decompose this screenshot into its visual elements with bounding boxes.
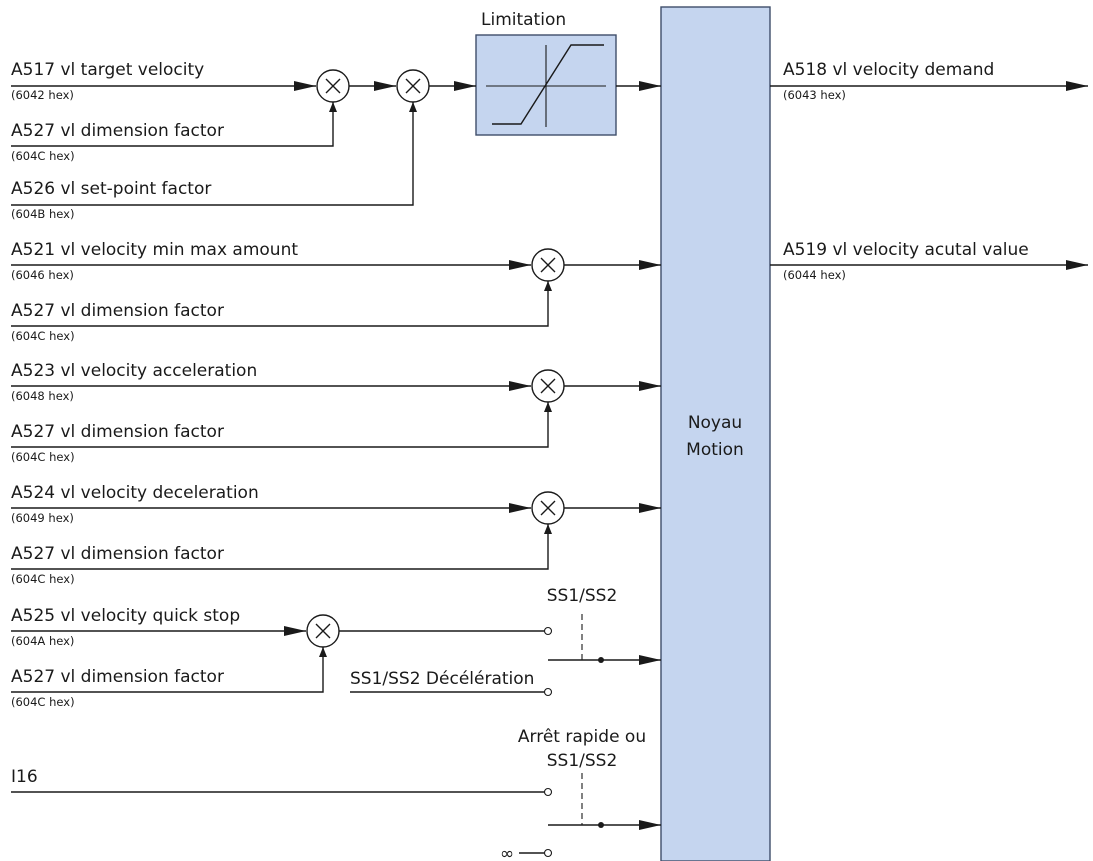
dimension-factor-line <box>11 402 552 448</box>
input-label-set-point-factor: A526 vl set-point factor <box>11 179 211 199</box>
set-point-factor-line <box>11 102 417 206</box>
limitation-label: Limitation <box>481 10 566 30</box>
hex-label-604c: (604C hex) <box>11 572 75 586</box>
infinity-symbol: ∞ <box>500 844 514 861</box>
input-label-dimension-factor: A527 vl dimension factor <box>11 121 224 141</box>
switch-label-ss1-ss2: SS1/SS2 <box>547 586 618 606</box>
switch-alt-input-ss1-ss2-decel: SS1/SS2 Décélération <box>350 669 534 689</box>
hex-label-604c: (604C hex) <box>11 695 75 709</box>
output-label-velocity-actual: A519 vl velocity acutal value <box>783 240 1029 260</box>
input-label-deceleration: A524 vl velocity deceleration <box>11 483 259 503</box>
switch-contact <box>543 787 553 797</box>
multiply-icon <box>316 69 350 103</box>
switch-label-quick-stop-line2: SS1/SS2 <box>547 751 618 771</box>
core-label-line2: Motion <box>686 440 744 460</box>
input-label-dimension-factor: A527 vl dimension factor <box>11 667 224 687</box>
dimension-factor-line <box>11 647 327 693</box>
switch-label-quick-stop-line1: Arrêt rapide ou <box>518 727 646 747</box>
multiply-icon <box>396 69 430 103</box>
multiply-icon <box>531 369 565 403</box>
hex-label-604c: (604C hex) <box>11 329 75 343</box>
switch-contact <box>543 626 553 636</box>
dimension-factor-line <box>11 102 337 147</box>
hex-label-6043: (6043 hex) <box>783 88 846 102</box>
hex-label-6042: (6042 hex) <box>11 88 74 102</box>
multiply-icon <box>531 491 565 525</box>
hex-label-604c: (604C hex) <box>11 450 75 464</box>
switch-pivot <box>598 657 604 663</box>
dimension-factor-line <box>11 281 552 327</box>
input-label-dimension-factor: A527 vl dimension factor <box>11 544 224 564</box>
hex-label-604b: (604B hex) <box>11 207 74 221</box>
switch-contact <box>543 687 553 697</box>
hex-label-604a: (604A hex) <box>11 634 74 648</box>
limitation-curve <box>486 44 606 127</box>
output-label-velocity-demand: A518 vl velocity demand <box>783 60 994 80</box>
multiply-icon <box>531 248 565 282</box>
hex-label-6048: (6048 hex) <box>11 389 74 403</box>
dimension-factor-line <box>11 524 552 570</box>
input-label-i16: I16 <box>11 767 38 787</box>
input-label-target-velocity: A517 vl target velocity <box>11 60 204 80</box>
multiply-icon <box>306 614 340 648</box>
core-label-line1: Noyau <box>688 413 742 433</box>
hex-label-6046: (6046 hex) <box>11 268 74 282</box>
input-label-min-max-amount: A521 vl velocity min max amount <box>11 240 298 260</box>
hex-label-6044: (6044 hex) <box>783 268 846 282</box>
input-label-dimension-factor: A527 vl dimension factor <box>11 422 224 442</box>
switch-pivot <box>598 822 604 828</box>
switch-contact <box>543 848 553 858</box>
motion-core-block <box>660 6 771 861</box>
hex-label-6049: (6049 hex) <box>11 511 74 525</box>
input-label-quick-stop: A525 vl velocity quick stop <box>11 606 240 626</box>
hex-label-604c: (604C hex) <box>11 149 75 163</box>
input-label-acceleration: A523 vl velocity acceleration <box>11 361 257 381</box>
input-label-dimension-factor: A527 vl dimension factor <box>11 301 224 321</box>
